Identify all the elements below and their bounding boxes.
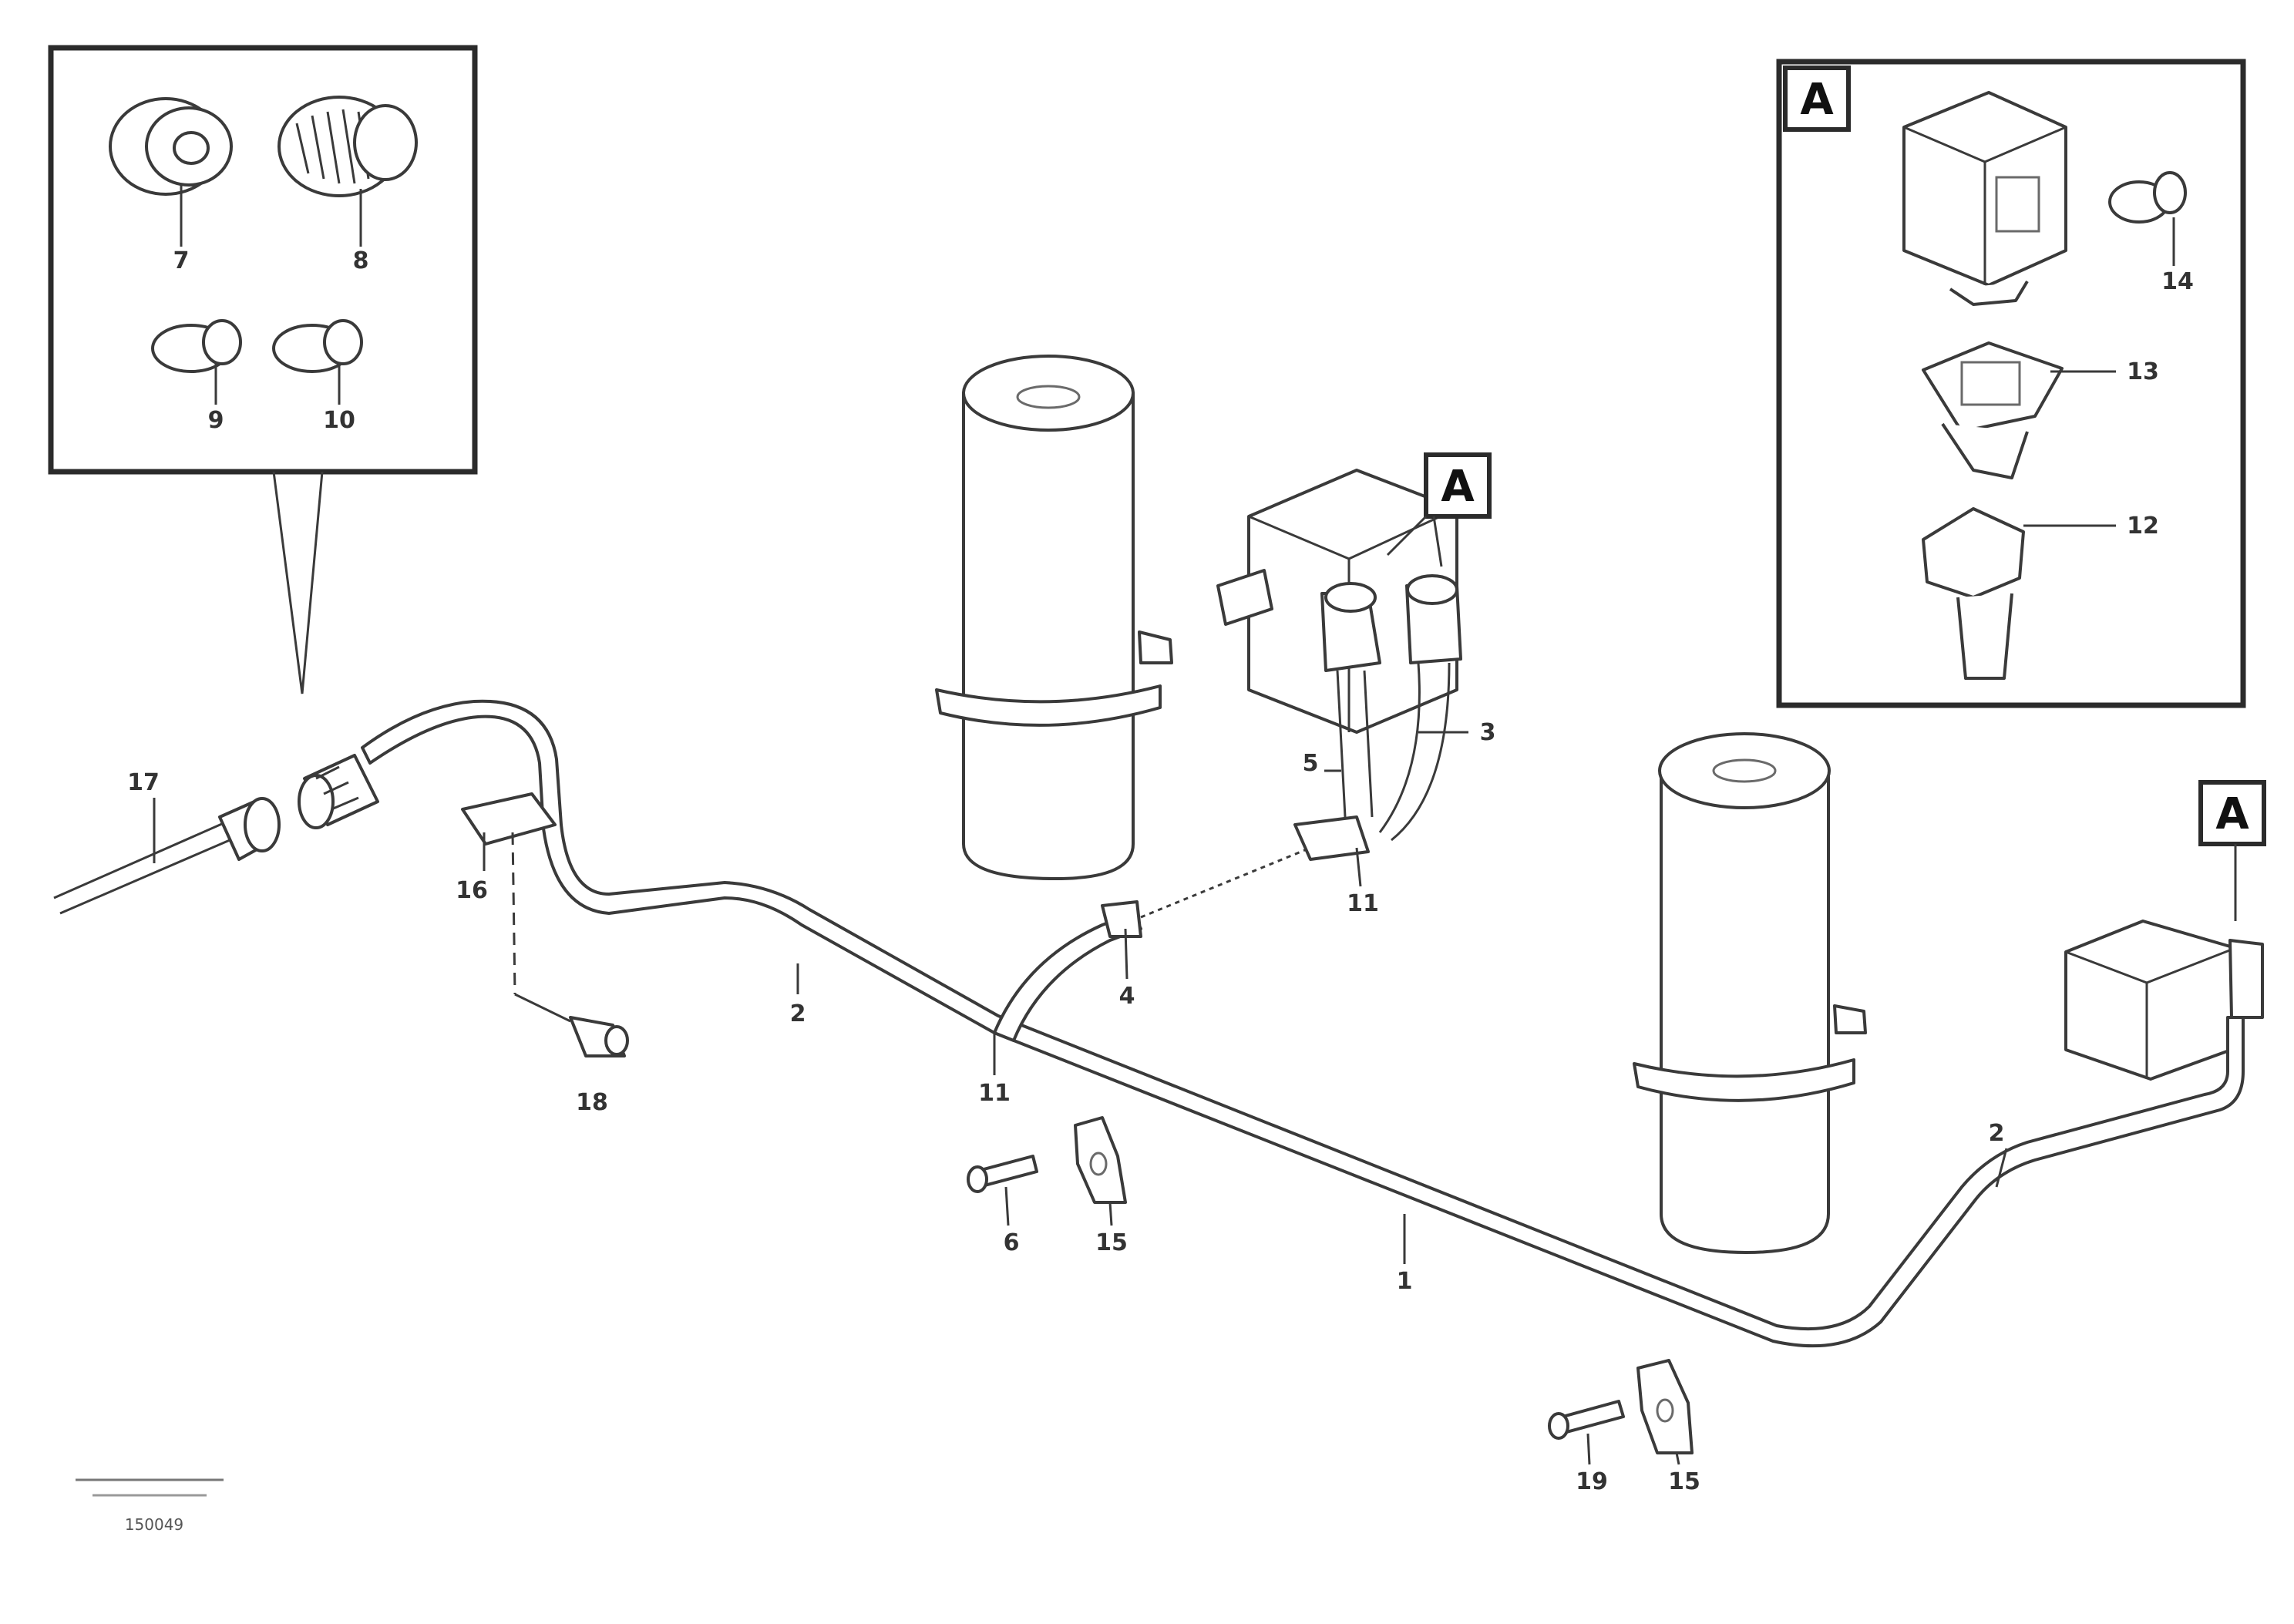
callout-14: 14 bbox=[2161, 268, 2194, 295]
callout-6: 6 bbox=[1004, 1229, 1020, 1256]
callout-1: 1 bbox=[1397, 1268, 1413, 1295]
detail-inset-a: A 14 13 12 bbox=[1776, 59, 2246, 708]
reference-flag-a-center: A bbox=[1441, 462, 1475, 512]
drawing-number-block: 150049 bbox=[76, 1478, 224, 1534]
cylinder-left bbox=[935, 355, 1173, 880]
callout-4: 4 bbox=[1119, 983, 1135, 1010]
leader-lines bbox=[153, 731, 2008, 1465]
callout-10: 10 bbox=[323, 407, 355, 434]
plug-part-9 bbox=[151, 319, 242, 405]
cylinder-right bbox=[1633, 732, 1867, 1254]
callout-18: 18 bbox=[576, 1089, 608, 1116]
plug-part-14 bbox=[2108, 171, 2187, 266]
callout-2-right: 2 bbox=[1989, 1120, 2005, 1147]
bolt-part-19 bbox=[1548, 1400, 1625, 1440]
callout-11-top: 11 bbox=[1347, 890, 1379, 917]
clip-part-11-top bbox=[1293, 815, 1370, 861]
callout-3: 3 bbox=[1480, 719, 1496, 746]
relay-connector-6 bbox=[1378, 574, 1462, 842]
clip-part-4 bbox=[1101, 900, 1142, 938]
relay-part-13 bbox=[1902, 91, 2067, 306]
detail-inset-left: 7 8 9 10 bbox=[48, 45, 478, 694]
callout-13: 13 bbox=[2127, 358, 2159, 385]
drawing-number: 150049 bbox=[125, 1515, 183, 1534]
connector-socket bbox=[298, 754, 379, 829]
relay-connector-5 bbox=[1320, 582, 1381, 818]
callout-17: 17 bbox=[127, 769, 160, 796]
clamp-part-15-right bbox=[1636, 1359, 1694, 1454]
clip-part-18 bbox=[569, 1016, 629, 1057]
reference-flag-a-right: A bbox=[2215, 789, 2249, 839]
callout-2: 2 bbox=[790, 1000, 806, 1027]
callout-16: 16 bbox=[456, 877, 488, 904]
connector-part-8 bbox=[278, 96, 418, 247]
relay-block-center: A bbox=[1216, 452, 1492, 842]
plug-part-10 bbox=[272, 319, 363, 405]
relay-base bbox=[1922, 341, 2064, 479]
callout-11-bottom: 11 bbox=[978, 1080, 1011, 1107]
inset-reference-letter: A bbox=[1800, 75, 1834, 125]
cable-harness bbox=[53, 699, 2245, 1454]
relay-socket-part-12 bbox=[1922, 507, 2025, 680]
callout-7: 7 bbox=[173, 247, 190, 274]
callout-9: 9 bbox=[208, 407, 224, 434]
callout-numbers: 17 16 2 18 5 3 11 4 11 6 15 1 2 19 15 bbox=[127, 719, 2004, 1495]
callout-5: 5 bbox=[1303, 750, 1319, 777]
callout-19: 19 bbox=[1576, 1468, 1608, 1495]
callout-15-right: 15 bbox=[1668, 1468, 1700, 1495]
connector-plug-17 bbox=[218, 797, 281, 861]
callout-8: 8 bbox=[353, 247, 369, 274]
bolt-part-6 bbox=[967, 1155, 1038, 1193]
callout-15-center: 15 bbox=[1095, 1229, 1128, 1256]
clamp-part-15-center bbox=[1074, 1116, 1127, 1204]
callout-12: 12 bbox=[2127, 513, 2159, 540]
cap-part-7 bbox=[109, 97, 233, 247]
